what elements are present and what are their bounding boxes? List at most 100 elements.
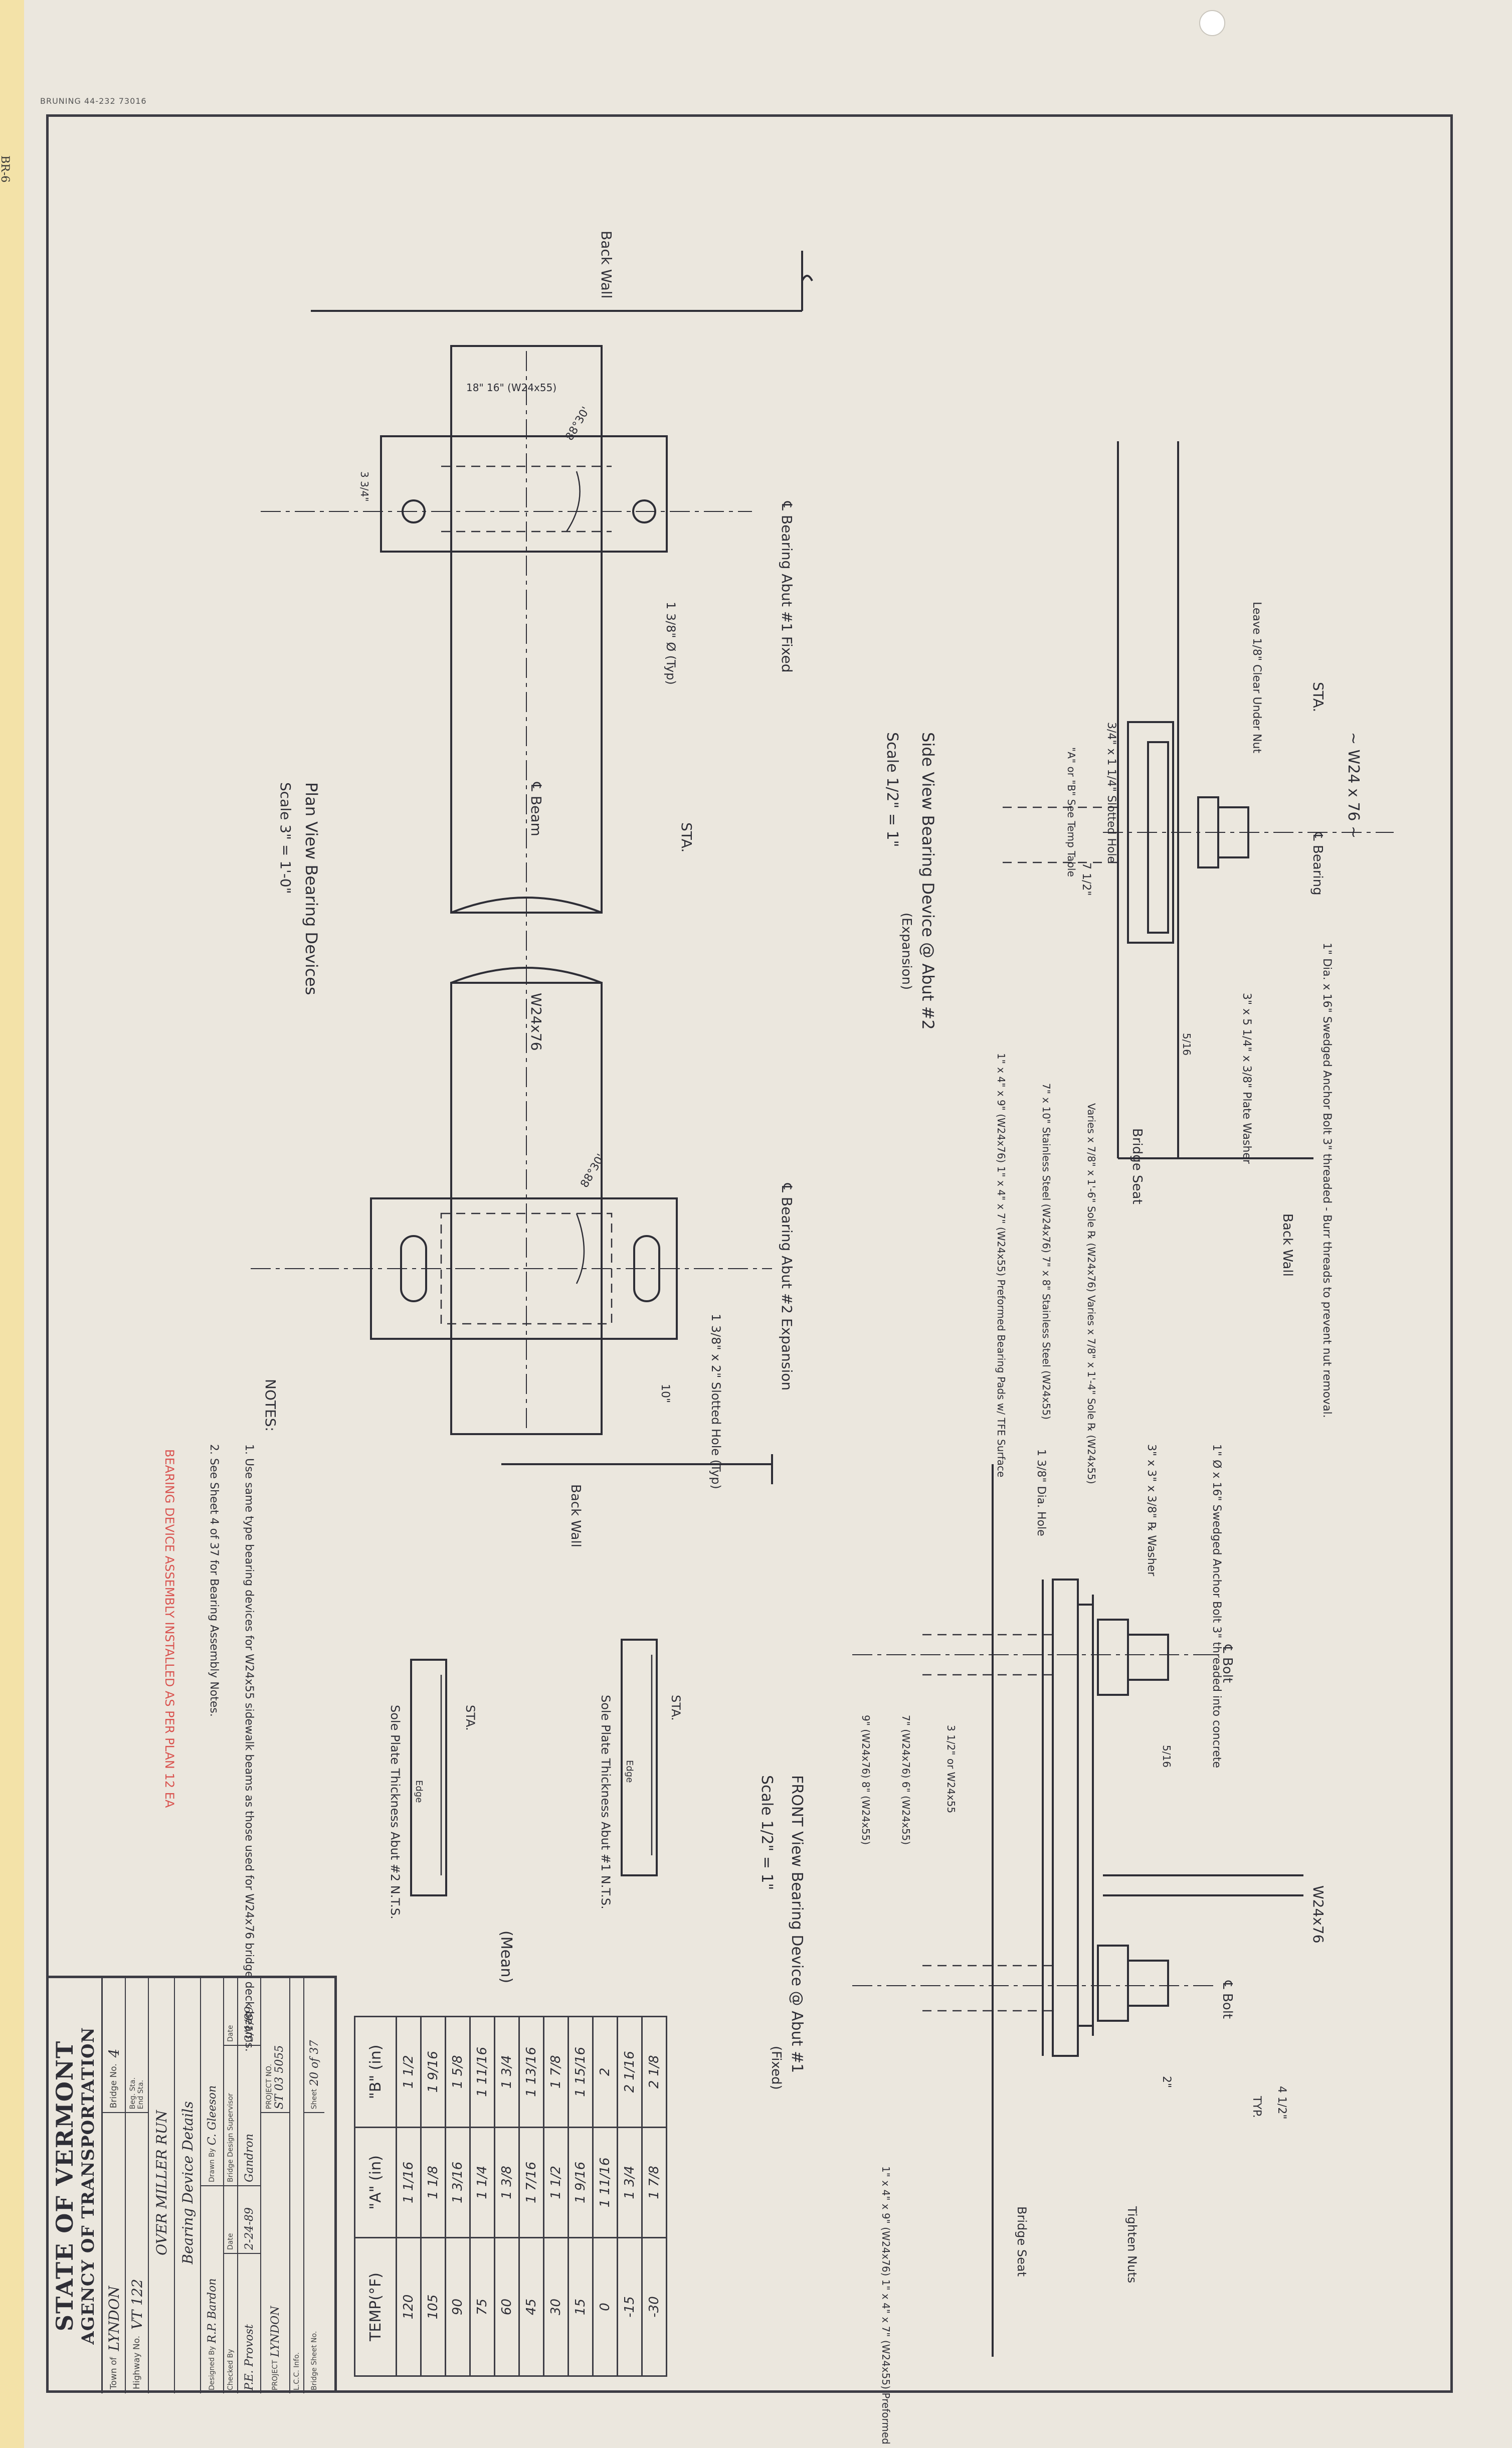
temp-cell: 60 <box>494 2237 519 2376</box>
supervisor-date-value: 3/1/89 <box>243 2006 256 2042</box>
pad-side-label: 1" x 4" x 9" (W24x76) 1" x 4" x 7" (W24x… <box>995 1053 1007 1477</box>
checked-date-label: Date <box>227 2233 235 2250</box>
side-view-bearing <box>1003 441 1394 1159</box>
manufacturer-label: BRUNING 44-232 73016 <box>40 96 147 106</box>
temp-cell: 0 <box>593 2237 618 2376</box>
dim-18: 18" 16" (W24x55) <box>466 382 556 394</box>
temp-cell: 105 <box>421 2237 446 2376</box>
a-cell: 1 7/16 <box>519 2127 544 2238</box>
a-cell: 1 3/16 <box>445 2127 470 2238</box>
front-view-scale: Scale 1/2" = 1" <box>758 1775 776 1890</box>
plan-expansion-plate <box>251 1197 772 1340</box>
temp-cell: 120 <box>396 2237 421 2376</box>
margin-strip <box>0 0 24 2448</box>
b-cell: 2 <box>593 2016 618 2128</box>
sheet-label: Sheet <box>310 2088 318 2110</box>
a-cell: 1 1/16 <box>396 2127 421 2238</box>
punch-hole <box>1199 10 1225 36</box>
a-cell: 1 3/8 <box>494 2127 519 2238</box>
over-value: OVER MILLER RUN <box>153 2110 170 2255</box>
highway-value: VT 122 <box>128 2279 145 2330</box>
sta-label-3: STA. <box>669 1695 683 1721</box>
supervisor-date-label: Date <box>227 2025 235 2042</box>
sta-label-2: STA. <box>1310 682 1327 712</box>
see-temp-table: "A" or "B" See Temp Table <box>1065 747 1077 877</box>
bearing-abut2-label: ℄ Bearing Abut #2 Expansion <box>779 1183 795 1390</box>
note-2: 2. See Sheet 4 of 37 for Bearing Assembl… <box>208 1444 220 1717</box>
temp-cell: -15 <box>617 2237 642 2376</box>
bridge-seat-2: Bridge Seat <box>1015 2206 1029 2277</box>
end-sta-label: End Sta. <box>137 2079 145 2110</box>
temp-cell: 15 <box>568 2237 593 2376</box>
b-cell: 1 7/8 <box>543 2016 569 2128</box>
back-wall-middle <box>501 1454 773 1484</box>
dim-typ: TYP. <box>1250 2095 1263 2118</box>
checked-date-value: 2-24-89 <box>243 2207 256 2250</box>
back-wall-label-3: Back Wall <box>568 1484 583 1547</box>
a-cell: 1 11/16 <box>593 2127 618 2238</box>
plan-view-beam <box>450 345 603 1435</box>
dim-2: 2" <box>1160 2076 1173 2088</box>
angle-2: 88°30' <box>579 1152 608 1190</box>
bridge-sheet-label: Bridge Sheet No. <box>310 2331 318 2390</box>
highway-label: Highway No. <box>132 2335 142 2389</box>
weld-2: 5/16 <box>1161 1745 1173 1768</box>
a-cell: 1 1/2 <box>543 2127 569 2238</box>
temp-cell: 90 <box>445 2237 470 2376</box>
anchor-bolt-side: 1" Dia. x 16" Swedged Anchor Bolt 3" thr… <box>1320 943 1333 1418</box>
a-cell: 1 7/8 <box>642 2127 667 2238</box>
sole-thk-1: Sole Plate Thickness Abut #1 N.T.S. <box>599 1695 613 1909</box>
supervisor-label: Bridge Design Supervisor <box>227 2093 235 2182</box>
checked-by-label: Checked By <box>227 2349 235 2390</box>
town-label: Town of <box>109 2357 119 2389</box>
a-cell: 1 3/4 <box>617 2127 642 2238</box>
sole-plate-sketch-1 <box>621 1639 658 1876</box>
front-view-title: FRONT View Bearing Device @ Abut #1 <box>788 1775 806 2073</box>
b-cell: 1 5/8 <box>445 2016 470 2128</box>
a-cell: 1 1/8 <box>421 2127 446 2238</box>
project-no-label: PROJECT NO. <box>265 2064 273 2110</box>
beam-size-label: W24x76 <box>528 993 544 1051</box>
front-view-bearing <box>852 1464 1303 2357</box>
sole-plate-sketch-2 <box>410 1659 447 1896</box>
tighten-nuts: Tighten Nuts <box>1125 2206 1139 2283</box>
b-cell: 1 13/16 <box>519 2016 544 2128</box>
plan-view-scale: Scale 3" = 1'-0" <box>277 782 294 894</box>
title-block: STATE OF VERMONT AGENCY OF TRANSPORTATIO… <box>46 1976 337 2393</box>
plan-fixed-plate <box>261 435 752 553</box>
drawn-by-label: Drawn By <box>208 2148 216 2182</box>
sta-label-1: STA. <box>678 822 695 852</box>
b-cell: 1 11/16 <box>470 2016 495 2128</box>
bridge-seat-1: Bridge Seat <box>1129 1128 1145 1204</box>
back-wall-label-1: Back Wall <box>598 231 615 299</box>
town-value: LYNDON <box>105 2286 122 2351</box>
drawing-border <box>46 114 1453 2393</box>
project-value: LYNDON <box>269 2306 282 2357</box>
red-note: BEARING DEVICE ASSEMBLY INSTALLED AS PER… <box>162 1449 176 1808</box>
side-view-sub: (Expansion) <box>899 913 914 990</box>
beg-sta-label: Beg. Sta. <box>129 2077 137 2110</box>
bolt-cl-1: ℄ Bolt <box>1220 1644 1235 1683</box>
b-cell: 2 1/8 <box>642 2016 667 2128</box>
mean-label: (Mean) <box>497 1931 515 1983</box>
checked-by-value: P.E. Provost <box>243 2324 256 2390</box>
project-no-value: ST 03 5055 <box>273 2045 286 2110</box>
temp-cell: 45 <box>519 2237 544 2376</box>
dim-4-1-2: 4 1/2" <box>1275 2086 1288 2120</box>
plate-washer-front: 3" x 3" x 3/8" ℞ Washer <box>1145 1444 1158 1577</box>
note-1: 1. Use same type bearing devices for W24… <box>243 1444 255 2052</box>
a-cell: 1 1/4 <box>470 2127 495 2238</box>
dia-hole-plan: 1 3/8" Ø (Typ) <box>664 602 678 685</box>
